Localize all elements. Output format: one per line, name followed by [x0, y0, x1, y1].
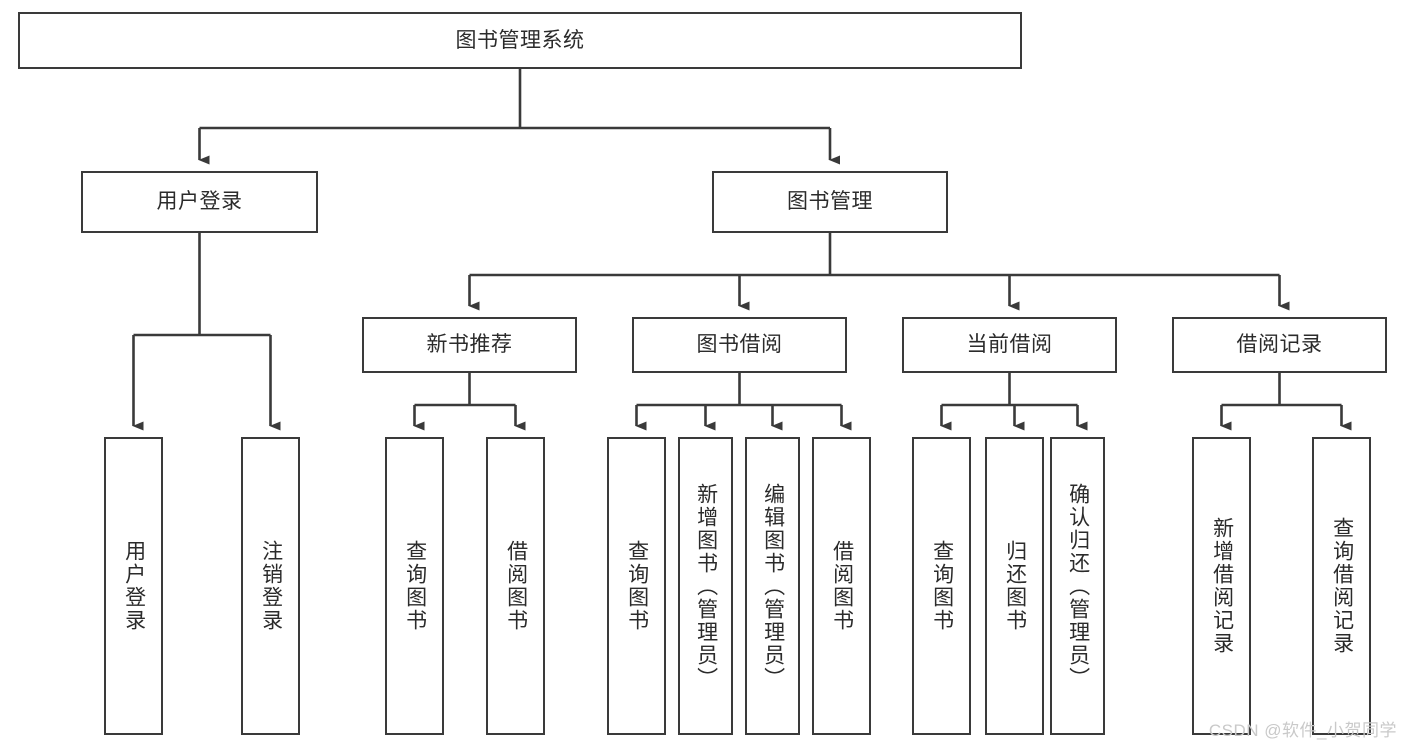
node-label: 查询图书: [403, 540, 427, 632]
node-label: 新增图书（管理员）: [694, 482, 718, 690]
node-l2_current[interactable]: 当前借阅: [902, 317, 1117, 373]
node-l3_a2[interactable]: 注销登录: [241, 437, 300, 735]
node-l2_new[interactable]: 新书推荐: [362, 317, 577, 373]
node-l3_e2[interactable]: 查询借阅记录: [1312, 437, 1371, 735]
node-root[interactable]: 图书管理系统: [18, 12, 1022, 69]
node-label: 借阅图书: [504, 540, 528, 632]
node-l3_c3[interactable]: 编辑图书（管理员）: [745, 437, 800, 735]
node-label: 新书推荐: [426, 333, 513, 357]
node-label: 查询图书: [930, 540, 954, 632]
node-l3_d1[interactable]: 查询图书: [912, 437, 971, 735]
node-l3_c4[interactable]: 借阅图书: [812, 437, 871, 735]
node-l3_e1[interactable]: 新增借阅记录: [1192, 437, 1251, 735]
node-l3_c2[interactable]: 新增图书（管理员）: [678, 437, 733, 735]
node-label: 确认归还（管理员）: [1066, 482, 1090, 690]
node-label: 新增借阅记录: [1210, 517, 1234, 655]
node-label: 注销登录: [259, 540, 283, 632]
node-label: 编辑图书（管理员）: [761, 482, 785, 690]
node-l2_borrow[interactable]: 图书借阅: [632, 317, 847, 373]
node-label: 图书借阅: [696, 333, 783, 357]
node-l3_d3[interactable]: 确认归还（管理员）: [1050, 437, 1105, 735]
node-l1_login[interactable]: 用户登录: [81, 171, 318, 233]
node-l1_book[interactable]: 图书管理: [712, 171, 948, 233]
node-label: 查询借阅记录: [1330, 517, 1354, 655]
node-l3_d2[interactable]: 归还图书: [985, 437, 1044, 735]
node-l2_record[interactable]: 借阅记录: [1172, 317, 1387, 373]
node-label: 借阅记录: [1236, 333, 1323, 357]
node-label: 查询图书: [625, 540, 649, 632]
node-label: 图书管理系统: [455, 28, 585, 52]
node-l3_a1[interactable]: 用户登录: [104, 437, 163, 735]
node-l3_c1[interactable]: 查询图书: [607, 437, 666, 735]
node-label: 归还图书: [1003, 540, 1027, 632]
node-label: 用户登录: [156, 190, 243, 214]
node-label: 用户登录: [122, 540, 146, 632]
node-label: 借阅图书: [830, 540, 854, 632]
node-label: 图书管理: [787, 190, 873, 214]
node-l3_b1[interactable]: 查询图书: [385, 437, 444, 735]
node-l3_b2[interactable]: 借阅图书: [486, 437, 545, 735]
edge-group: [132, 69, 1352, 431]
node-label: 当前借阅: [966, 333, 1053, 357]
